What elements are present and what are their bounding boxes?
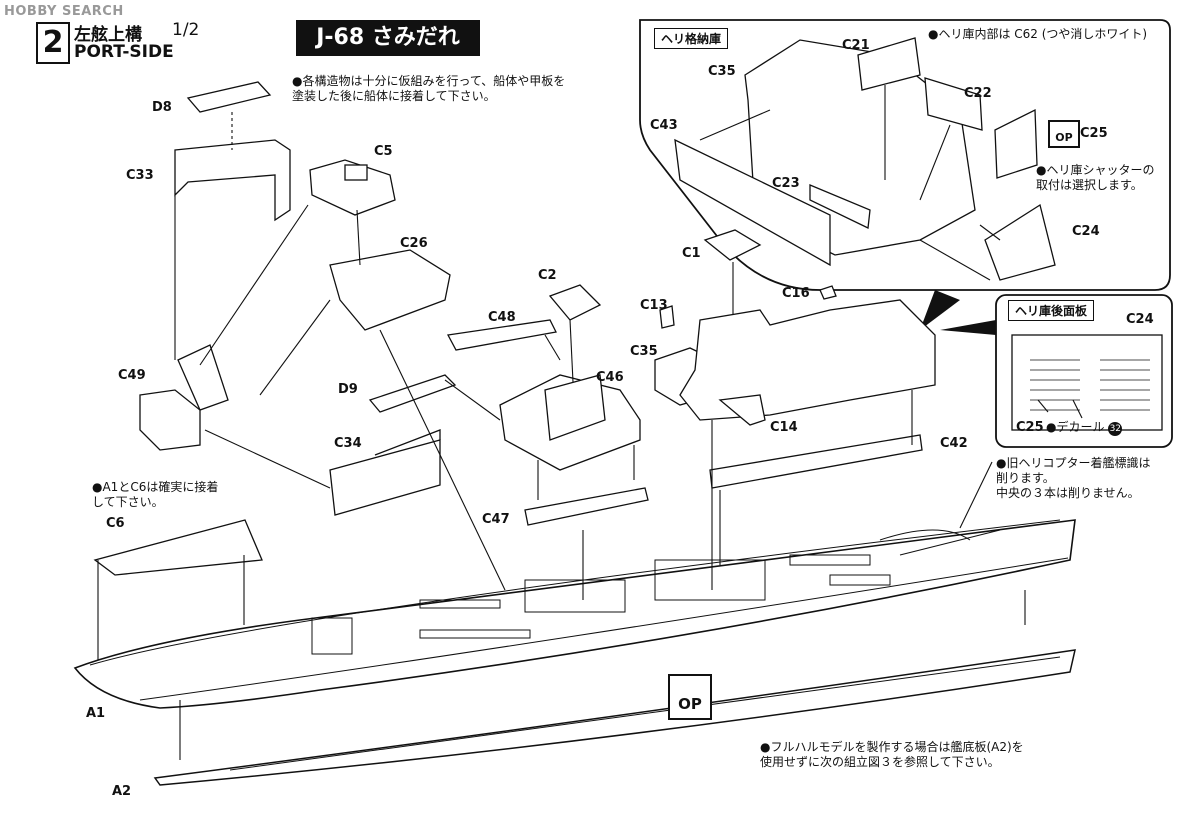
part-c23 (809, 184, 871, 229)
label-d9: D9 (338, 382, 358, 397)
label-c23: C23 (772, 176, 800, 191)
decal-label: ●デカール (1046, 420, 1105, 434)
label-c16: C16 (782, 286, 810, 301)
part-c2 (548, 284, 602, 321)
note-full-hull-line2: 使用せずに次の組立図３を参照して下さい。 (760, 755, 1000, 769)
label-c46: C46 (596, 370, 624, 385)
rear-panel-inset-title: ヘリ庫後面板 (1008, 300, 1095, 321)
rear-panel-inset-frame (995, 294, 1173, 448)
part-superstructure (679, 299, 936, 421)
op-badge-hull: OP (668, 674, 712, 720)
hangar-inset-title: ヘリ格納庫 (654, 28, 729, 49)
label-c34: C34 (334, 436, 362, 451)
label-c35: C35 (630, 344, 658, 359)
label-c48: C48 (488, 310, 516, 325)
note-assembly-line2: 塗装した後に船体に接着して下さい。 (292, 89, 496, 103)
label-c24-inset: C24 (1126, 312, 1154, 327)
decal-number: 32 (1108, 422, 1123, 436)
part-c43 (674, 138, 831, 267)
note-old-heli-line1: ●旧ヘリコプター着艦標識は (996, 456, 1151, 470)
watermark: HOBBY SEARCH (4, 4, 124, 19)
note-hangar-interior: ●ヘリ庫内部は C62 (つや消しホワイト) (928, 27, 1148, 41)
label-c33: C33 (126, 168, 154, 183)
step-title-en: PORT-SIDE (74, 42, 174, 62)
label-d8: D8 (152, 100, 172, 115)
label-c2: C2 (538, 268, 557, 283)
part-c5 (309, 159, 396, 216)
decal-note: ●デカール 32 (1046, 420, 1123, 436)
label-c25-inset: C25 (1016, 420, 1044, 435)
label-c1: C1 (682, 246, 701, 261)
part-c21 (857, 37, 921, 91)
step-title-jp: 左舷上構 (74, 25, 142, 45)
note-assembly: ●各構造物は十分に仮組みを行って、船体や甲板を 塗装した後に船体に接着して下さい… (292, 74, 565, 104)
note-full-hull: ●フルハルモデルを製作する場合は艦底板(A2)を 使用せずに次の組立図３を参照し… (760, 740, 1024, 770)
op-badge-hangar-label: OP (1055, 131, 1073, 144)
step-number: 2 (36, 22, 70, 64)
step-page: 1/2 (172, 20, 200, 40)
label-c22: C22 (964, 86, 992, 101)
part-c22 (924, 77, 983, 131)
part-c42 (709, 434, 923, 489)
hull-a1 (73, 519, 1076, 709)
note-shutter-line2: 取付は選択します。 (1036, 178, 1143, 192)
label-c21: C21 (842, 38, 870, 53)
label-c43: C43 (650, 118, 678, 133)
part-c47 (524, 487, 649, 526)
label-c25: C25 (1080, 126, 1108, 141)
note-assembly-line1: ●各構造物は十分に仮組みを行って、船体や甲板を (292, 74, 566, 88)
part-d8 (186, 81, 272, 113)
label-c6: C6 (106, 516, 125, 531)
part-c16 (819, 285, 837, 300)
label-c42: C42 (940, 436, 968, 451)
part-c25 (994, 108, 1038, 179)
label-a2: A2 (112, 784, 132, 799)
part-c13 (659, 305, 675, 329)
label-c13: C13 (640, 298, 668, 313)
part-c33 (174, 139, 291, 222)
op-badge-hangar: OP (1048, 120, 1080, 148)
note-a1c6-line2: して下さい。 (92, 495, 164, 509)
label-c24: C24 (1072, 224, 1100, 239)
part-c24 (984, 203, 1056, 281)
label-a1: A1 (86, 706, 106, 721)
label-c5: C5 (374, 144, 393, 159)
ship-title: J-68 さみだれ (296, 20, 480, 56)
note-shutter-line1: ●ヘリ庫シャッターの (1036, 163, 1155, 177)
note-old-heli: ●旧ヘリコプター着艦標識は 削ります。 中央の３本は削りません。 (996, 456, 1150, 501)
label-c14: C14 (770, 420, 798, 435)
part-c48 (446, 319, 557, 351)
label-c35-hangar: C35 (708, 64, 736, 79)
op-badge-hull-label: OP (678, 695, 702, 713)
note-full-hull-line1: ●フルハルモデルを製作する場合は艦底板(A2)を (760, 740, 1024, 754)
note-old-heli-line3: 中央の３本は削りません。 (996, 486, 1140, 500)
part-c14 (718, 394, 766, 426)
note-a1c6: ●A1とC6は確実に接着 して下さい。 (92, 480, 218, 510)
note-shutter: ●ヘリ庫シャッターの 取付は選択します。 (1036, 163, 1154, 193)
part-d9 (368, 374, 457, 413)
part-c49 (139, 389, 201, 451)
part-c6 (93, 519, 263, 576)
note-a1c6-line1: ●A1とC6は確実に接着 (92, 480, 219, 494)
part-c1 (703, 229, 762, 261)
part-c34 (329, 439, 441, 516)
rear-panel-drawing (1011, 334, 1163, 431)
label-c26: C26 (400, 236, 428, 251)
part-c26 (329, 249, 451, 331)
label-c47: C47 (482, 512, 510, 527)
note-old-heli-line2: 削ります。 (996, 471, 1055, 485)
label-c49: C49 (118, 368, 146, 383)
